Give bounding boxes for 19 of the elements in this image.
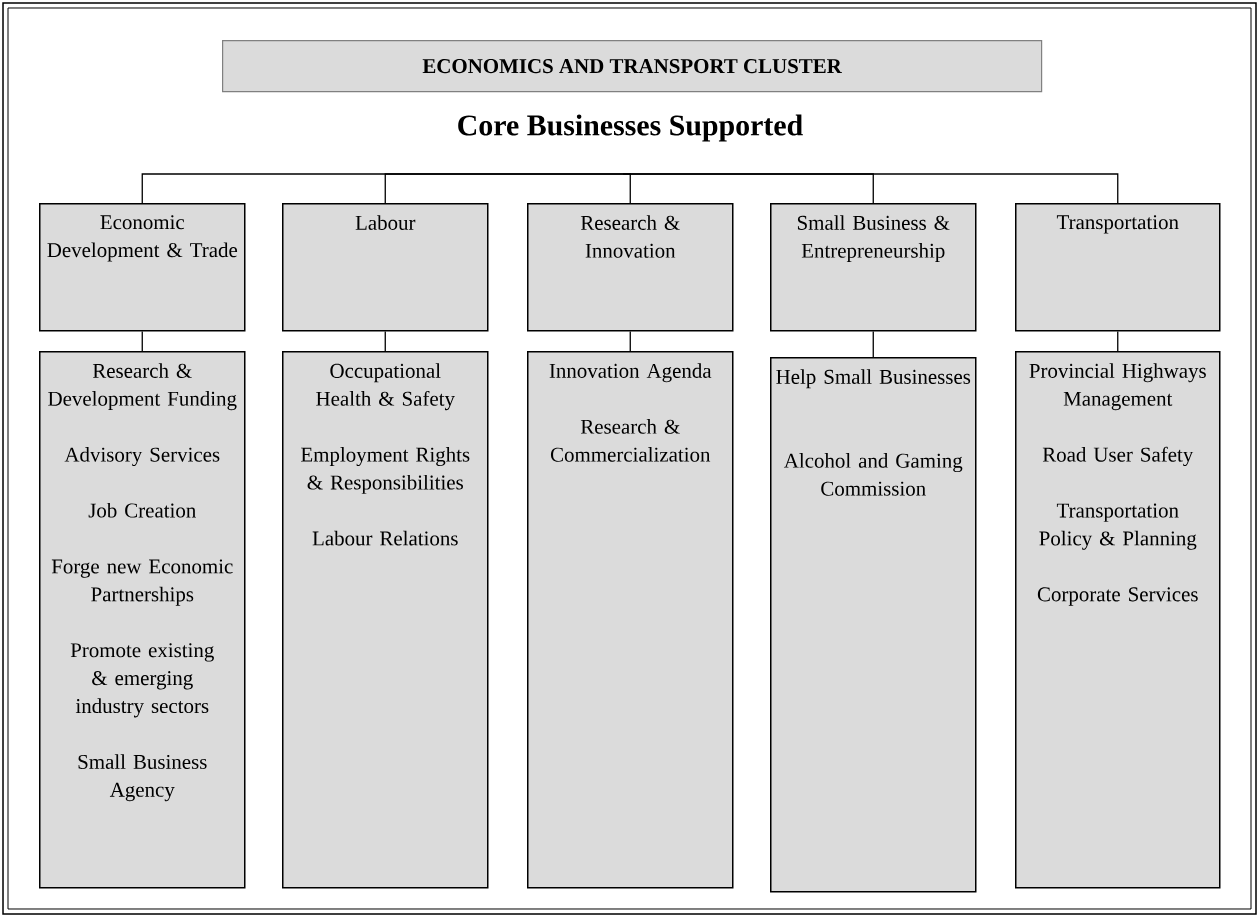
connector-line [629, 330, 631, 352]
list-box: Occupational Health & Safety Employment Rights & Responsibilities Labour Relations [282, 351, 489, 889]
connector-line [384, 173, 624, 204]
connector-line [622, 173, 1119, 204]
list-box: Innovation Agenda Research & Commercialization [527, 351, 734, 889]
list-box: Provincial Highways Management Road User Safety Transportation Policy & Planning Corporate Services [1015, 351, 1221, 889]
category-box: Economic Development & Trade [39, 203, 246, 332]
title-box: ECONOMICS AND TRANSPORT CLUSTER [222, 40, 1043, 93]
category-box: Labour [282, 203, 489, 332]
list-box: Help Small Businesses Alcohol and Gaming Commission [770, 357, 977, 893]
heading: Core Businesses Supported [458, 114, 803, 142]
category-box: Research & Innovation [527, 203, 734, 332]
connector-line [1117, 330, 1119, 352]
category-box: Transportation [1015, 203, 1221, 332]
connector-line [141, 330, 143, 352]
connector-line [384, 330, 386, 352]
connector-line [872, 330, 874, 358]
category-box: Small Business & Entrepreneurship [770, 203, 977, 332]
list-box: Research & Development Funding Advisory Services Job Creation Forge new Economic Partnerships Promote existing & emerging industry sectors Small Business Agency [39, 351, 246, 889]
